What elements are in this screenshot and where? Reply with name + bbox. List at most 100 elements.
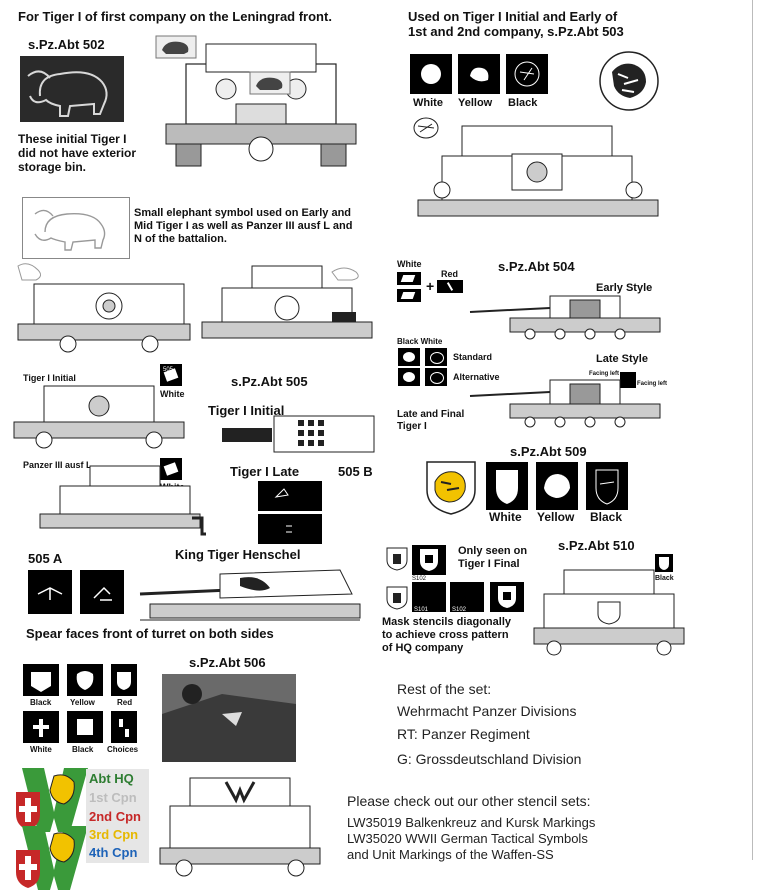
elephant-icon xyxy=(249,71,291,95)
s510-num-2: S101 xyxy=(414,607,429,613)
other-sets-heading: Please check out our other stencil sets: xyxy=(347,793,591,809)
s505-king-tiger: King Tiger Henschel xyxy=(175,547,301,562)
s506-label-choices: Choices xyxy=(107,745,139,754)
s502-heading: For Tiger I of first company on the Leni… xyxy=(18,9,332,24)
s506-stencil-black xyxy=(23,664,59,696)
elephant-icon xyxy=(34,209,106,251)
tiger-side-illustration xyxy=(469,295,661,340)
tiger-rear-illustration xyxy=(159,777,321,877)
s503-label-white: White xyxy=(413,97,443,109)
s504-label-white: White xyxy=(397,259,422,269)
s506-stencil-yellow xyxy=(67,664,103,696)
s510-label-black: Black xyxy=(655,575,674,582)
s505-tiger-late: Tiger I Late xyxy=(230,464,300,479)
other-sets-line-3: and Unit Markings of the Waffen-SS xyxy=(347,847,554,862)
s504-stencil-std-1 xyxy=(398,348,420,366)
s506-photo xyxy=(162,674,296,762)
s510-stencil-4 xyxy=(490,582,524,612)
s502-unit-title: s.Pz.Abt 502 xyxy=(28,37,105,52)
s504-stencil-white-a xyxy=(397,272,421,285)
rest-item-2: RT: Panzer Regiment xyxy=(397,726,530,742)
s510-num-1: S102 xyxy=(412,576,427,582)
page-edge xyxy=(752,0,753,860)
tiger-side-illustration xyxy=(222,415,375,453)
s506-stencil-red xyxy=(111,664,137,696)
s503-stencil-black xyxy=(506,54,548,94)
s503-stencil-yellow xyxy=(458,54,500,94)
s506-label-white: White xyxy=(30,745,52,754)
s504-late-style: Late Style xyxy=(596,353,648,365)
s503-stencil-white xyxy=(410,54,452,94)
s506-hq-abt: Abt HQ xyxy=(89,771,134,786)
s510-stencil-2 xyxy=(412,582,446,612)
tiger-rear-illustration xyxy=(533,569,685,656)
s509-stencil-white xyxy=(486,462,528,510)
tiger-side-illustration xyxy=(469,379,661,428)
rest-heading: Rest of the set: xyxy=(397,681,492,697)
s505-505a: 505 A xyxy=(28,551,63,566)
s509-stencil-black xyxy=(586,462,628,510)
rest-item-1: Wehrmacht Panzer Divisions xyxy=(397,703,577,719)
other-sets-line-1: LW35019 Balkenkreuz and Kursk Markings xyxy=(347,815,596,830)
bear-shield-icon xyxy=(386,547,408,571)
s504-standard: Standard xyxy=(453,352,493,362)
s506-label-black-2: Black xyxy=(72,745,94,754)
s506-hq-2nd: 2nd Cpn xyxy=(89,809,141,824)
s510-stencil-1 xyxy=(412,545,446,575)
s505-505b: 505 B xyxy=(338,464,373,479)
s510-unit-title: s.Pz.Abt 510 xyxy=(558,538,635,553)
tiger-w-emblem-icon xyxy=(16,768,88,832)
tiger-shield-emblem-icon xyxy=(426,461,476,515)
s503-label-black: Black xyxy=(508,97,538,109)
s510-num-3: S102 xyxy=(452,607,467,613)
s504-early-style: Early Style xyxy=(596,282,653,294)
s506-hq-panel: Abt HQ 1st Cpn 2nd Cpn 3rd Cpn 4th Cpn xyxy=(86,769,149,863)
s504-black-white: Black White xyxy=(397,337,443,346)
plus-icon: + xyxy=(426,278,435,294)
s504-facing-left-1: Facing left xyxy=(589,371,620,377)
s510-stencil-3 xyxy=(450,582,484,612)
s509-label-black: Black xyxy=(590,510,623,524)
s504-stencil-late-1 xyxy=(620,372,636,388)
s506-hq-1st: 1st Cpn xyxy=(89,790,137,805)
s504-label-red: Red xyxy=(441,269,459,279)
tiger-rear-illustration xyxy=(13,385,185,449)
s506-label-red: Red xyxy=(117,698,133,707)
s505-tiger-initial: Tiger I Initial xyxy=(208,403,285,418)
s504-stencil-red xyxy=(437,280,463,293)
s505-white-1: White xyxy=(160,389,185,399)
elephant-icon xyxy=(155,35,197,59)
bear-shield-icon xyxy=(386,586,408,610)
s504-unit-title: s.Pz.Abt 504 xyxy=(498,259,575,274)
s510-stencil-black xyxy=(655,554,673,572)
s506-stencil-white-cross xyxy=(23,711,59,743)
s504-stencil-alt-1 xyxy=(398,368,420,386)
elephant-photo xyxy=(20,56,124,122)
s505a-stencil-1 xyxy=(28,570,72,614)
king-tiger-side-illustration xyxy=(139,569,361,621)
s509-label-white: White xyxy=(489,510,522,524)
s509-unit-title: s.Pz.Abt 509 xyxy=(510,444,587,459)
s504-stencil-white-b xyxy=(397,289,421,302)
elephant-icon xyxy=(27,70,108,117)
s503-label-yellow: Yellow xyxy=(458,97,493,109)
s505a-stencil-2 xyxy=(80,570,124,614)
s505b-stencil-2 xyxy=(258,514,322,544)
s505-stencil-white-1 xyxy=(160,364,182,386)
s506-hq-3rd: 3rd Cpn xyxy=(89,827,139,842)
s509-label-yellow: Yellow xyxy=(537,510,575,524)
s504-alternative: Alternative xyxy=(453,372,500,382)
other-sets-line-2: LW35020 WWII German Tactical Symbols xyxy=(347,831,588,846)
s505-number: 505 xyxy=(163,367,174,373)
tiger-w-emblem-icon xyxy=(16,826,88,890)
s505-spear-note: Spear faces front of turret on both side… xyxy=(26,626,274,641)
s504-facing-left-2: Facing left xyxy=(637,381,668,387)
s505-stencil-white-2 xyxy=(160,458,182,480)
tiger-head-emblem-icon xyxy=(599,51,659,111)
panzer-iii-rear-illustration xyxy=(39,465,206,536)
s506-label-black-1: Black xyxy=(30,698,52,707)
s506-hq-4th: 4th Cpn xyxy=(89,845,138,860)
s505-unit-title: s.Pz.Abt 505 xyxy=(231,374,308,389)
